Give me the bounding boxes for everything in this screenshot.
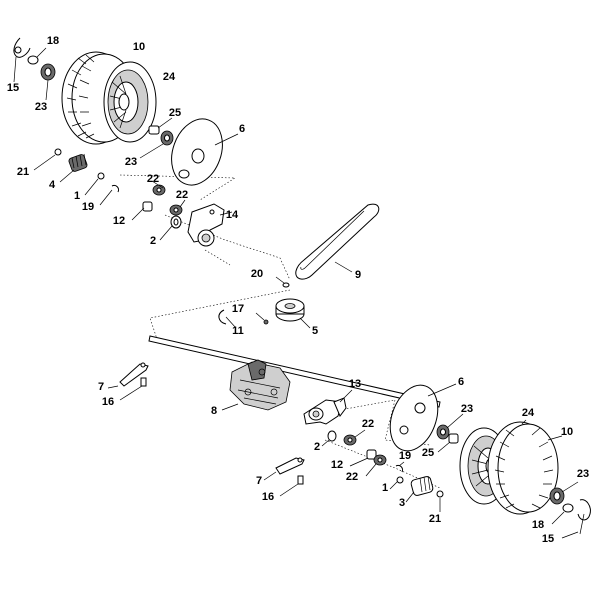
pulley-parts bbox=[218, 276, 311, 329]
small-parts-bottom-mid bbox=[321, 429, 405, 490]
lever-left bbox=[107, 362, 149, 401]
callout-c-16-bot: 16 bbox=[262, 491, 274, 503]
callout-c-2-top: 2 bbox=[150, 235, 156, 247]
disc-cover-top bbox=[171, 118, 239, 186]
callout-c-11: 11 bbox=[232, 325, 244, 337]
callout-c-3: 3 bbox=[399, 497, 405, 509]
callout-c-19-top: 19 bbox=[82, 201, 94, 213]
pinion-parts-top-left bbox=[33, 148, 186, 241]
callout-c-21-top: 21 bbox=[17, 166, 29, 178]
small-parts-top-left bbox=[13, 37, 174, 159]
callout-c-25-top: 25 bbox=[169, 107, 181, 119]
callout-c-12-bot: 12 bbox=[331, 459, 343, 471]
callout-c-25-bot: 25 bbox=[422, 447, 434, 459]
assembly-guide-lines bbox=[119, 174, 441, 489]
lever-bottom bbox=[263, 457, 305, 497]
callout-c-24-top: 24 bbox=[163, 71, 176, 83]
callout-c-6-top: 6 bbox=[239, 123, 245, 135]
callout-c-8: 8 bbox=[211, 405, 217, 417]
callout-c-7-left: 7 bbox=[98, 381, 104, 393]
callout-c-7-bot: 7 bbox=[256, 475, 262, 487]
callout-c-16-left: 16 bbox=[102, 396, 114, 408]
callout-c-23-right: 23 bbox=[577, 468, 589, 480]
callout-c-2-bot: 2 bbox=[314, 441, 320, 453]
callout-c-20: 20 bbox=[251, 268, 263, 280]
pinion-gear-bottom bbox=[405, 475, 444, 512]
callout-c-22-b: 22 bbox=[176, 189, 188, 201]
small-parts-bottom-right bbox=[549, 481, 591, 539]
callout-c-22-a: 22 bbox=[147, 173, 159, 185]
wheel-bottom-right bbox=[459, 419, 563, 515]
bracket-top bbox=[187, 203, 233, 247]
callout-c-5: 5 bbox=[312, 325, 318, 337]
callout-c-1-top: 1 bbox=[74, 190, 80, 202]
drive-belt bbox=[295, 203, 380, 280]
callout-c-23-top: 23 bbox=[35, 101, 47, 113]
disc-cover-bottom bbox=[389, 383, 464, 453]
axle-and-gearbox bbox=[148, 335, 441, 411]
callout-c-19-bot: 19 bbox=[399, 450, 411, 462]
callout-c-14: 14 bbox=[226, 209, 239, 221]
callout-c-15-top: 15 bbox=[7, 82, 19, 94]
callout-c-22-d: 22 bbox=[346, 471, 358, 483]
callout-c-23-mid: 23 bbox=[125, 156, 137, 168]
callout-c-21-bot: 21 bbox=[429, 513, 441, 525]
callout-c-10-bot: 10 bbox=[561, 426, 573, 438]
callout-c-23-bot: 23 bbox=[461, 403, 473, 415]
callout-c-18-top: 18 bbox=[47, 35, 59, 47]
wheel-top-left bbox=[61, 51, 157, 145]
callout-c-6-bot: 6 bbox=[458, 376, 464, 388]
callout-c-9: 9 bbox=[355, 269, 361, 281]
callout-c-4: 4 bbox=[49, 179, 56, 191]
callout-c-22-c: 22 bbox=[362, 418, 374, 430]
callout-c-10-top: 10 bbox=[133, 41, 145, 53]
callout-c-12-top: 12 bbox=[113, 215, 125, 227]
callout-c-18-bot: 18 bbox=[532, 519, 544, 531]
callout-c-13: 13 bbox=[349, 378, 361, 390]
bracket-bottom bbox=[303, 389, 353, 425]
callout-c-24-bot: 24 bbox=[522, 407, 535, 419]
callout-c-1-bot: 1 bbox=[382, 482, 388, 494]
callout-c-17: 17 bbox=[232, 303, 244, 315]
callout-c-15-bot: 15 bbox=[542, 533, 554, 545]
